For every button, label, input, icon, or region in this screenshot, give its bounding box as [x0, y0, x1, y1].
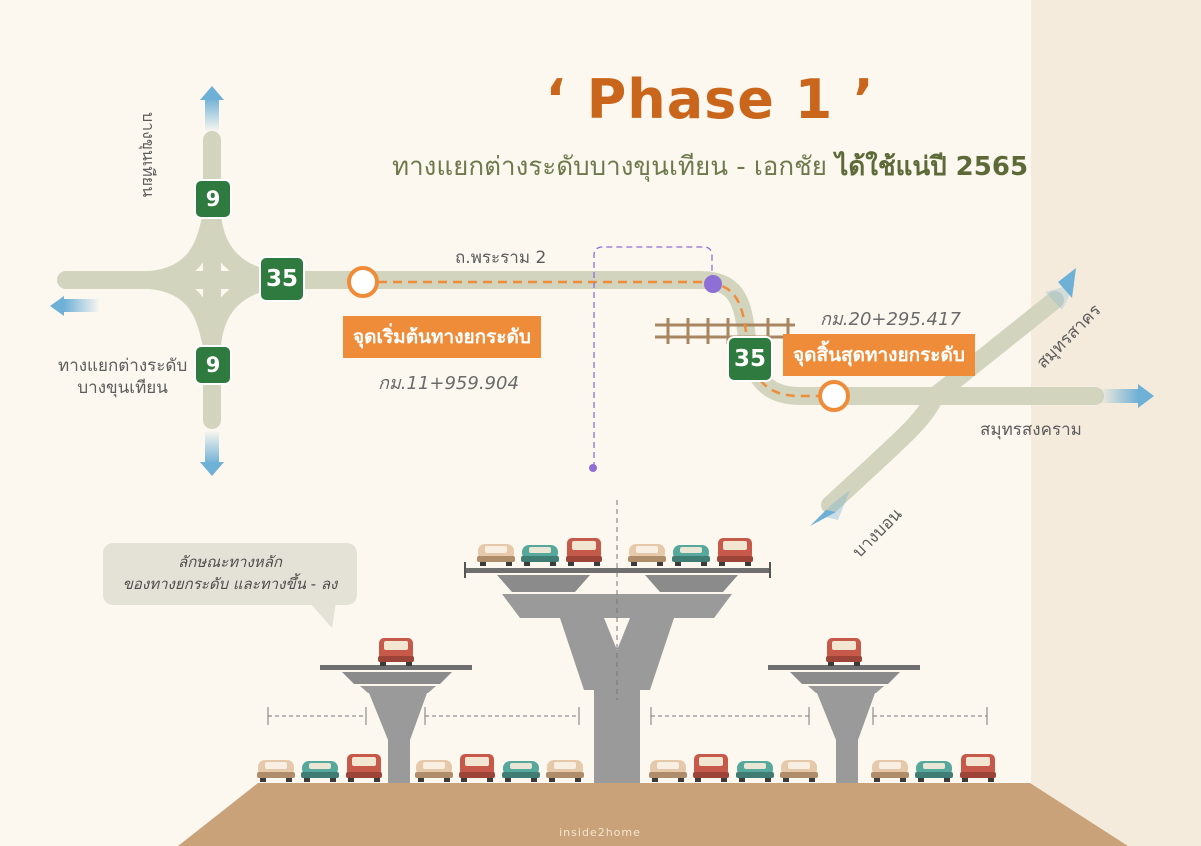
interchange-label-line2: บางขุนเทียน [77, 378, 168, 398]
bubble-line1: ลักษณะทางหลัก [178, 553, 282, 571]
destination-arrows [810, 268, 1154, 526]
interchange-label-line1: ทางแยกต่างระดับ [58, 356, 188, 376]
rama-2-road-label: ถ.พระราม 2 [455, 248, 547, 268]
railway-crossing [655, 318, 795, 344]
north-road-label: บางขุนเทียน [139, 112, 158, 198]
right-shaded-panel [1031, 0, 1201, 846]
bubble-line2: ของทางยกระดับ และทางขึ้น - ลง [122, 575, 338, 593]
bubble-tail [310, 603, 336, 628]
section-pointer-dot [589, 464, 597, 472]
route-35-badge-start: 35 [259, 256, 305, 302]
subtitle-completion-year: ได้ใช้แน่ปี 2565 [835, 152, 1029, 182]
start-km-label: กม.11+959.904 [378, 373, 519, 394]
start-point-marker [347, 266, 379, 298]
samut-songkhram-label: สมุทรสงคราม [980, 420, 1082, 440]
section-pointer-node [704, 275, 722, 293]
end-km-label: กม.20+295.417 [820, 309, 961, 330]
start-point-label: จุดเริ่มต้นทางยกระดับ [343, 316, 541, 358]
subtitle-route: ทางแยกต่างระดับบางขุนเทียน - เอกชัย [391, 152, 828, 182]
route-9-badge-south: 9 [194, 345, 232, 385]
ground [178, 783, 1128, 846]
left-ramp-pier [320, 665, 472, 783]
end-point-label: จุดสิ้นสุดทางยกระดับ [783, 334, 975, 376]
main-elevated-pier [464, 562, 771, 783]
brand-watermark: inside2home [559, 826, 641, 839]
phase-title: ‘ Phase 1 ’ [545, 68, 875, 131]
phase-subtitle: ทางแยกต่างระดับบางขุนเทียน - เอกชัย ได้ใ… [330, 146, 1090, 187]
route-35-badge-end: 35 [727, 336, 773, 382]
elevated-route-dashed-line [363, 280, 833, 398]
dimension-lines [267, 707, 988, 725]
end-point-marker [818, 380, 850, 412]
cross-section-caption-bubble: ลักษณะทางหลัก ของทางยกระดับ และทางขึ้น -… [103, 543, 357, 605]
right-ramp-pier [768, 665, 920, 783]
interchange-label: ทางแยกต่างระดับ บางขุนเทียน [58, 355, 187, 399]
route-9-badge-north: 9 [194, 179, 232, 219]
interchange-arrows [50, 86, 224, 476]
cars-elevated-deck [477, 538, 753, 566]
